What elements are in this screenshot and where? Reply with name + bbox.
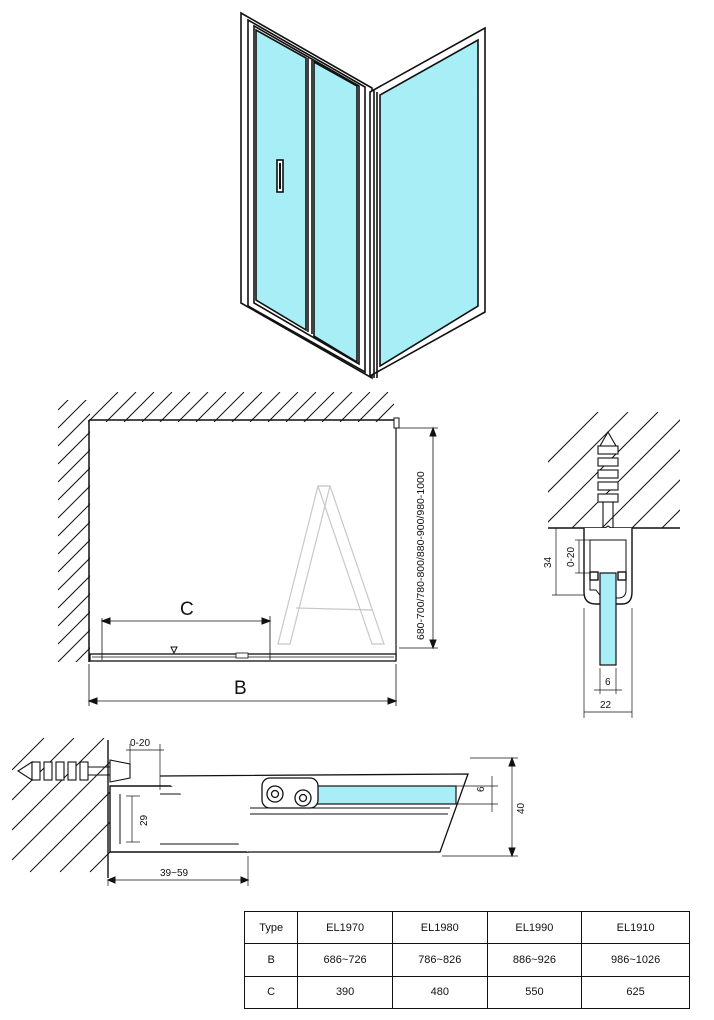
section-dim-adjust: 0-20 xyxy=(130,738,150,749)
profile-glass xyxy=(599,572,617,666)
profile-dim-adjust: 0-20 xyxy=(566,547,577,567)
section-detail: 0-20 29 6 40 39~59 xyxy=(12,738,527,886)
spec-cell: 550 xyxy=(486,975,583,1010)
wall-hatch-top xyxy=(88,392,394,422)
spec-table: Type EL1970 EL1980 EL1990 EL1910 B 686~7… xyxy=(243,910,690,1010)
side-panel xyxy=(369,26,486,378)
spec-cell: 986~1026 xyxy=(581,943,690,977)
section-anchor-screw xyxy=(16,759,131,783)
spec-header-cell: EL1980 xyxy=(391,910,488,945)
spec-header-cell: EL1910 xyxy=(581,910,690,945)
spec-row-label: B xyxy=(243,943,299,977)
spec-table-row: B 686~726 786~826 886~926 986~1026 xyxy=(243,943,690,977)
door-handle xyxy=(276,159,284,193)
section-roller xyxy=(261,777,319,809)
spec-cell: 480 xyxy=(391,975,488,1010)
profile-dim-width: 22 xyxy=(600,700,612,711)
profile-detail: 0-20 34 6 22 xyxy=(543,412,680,718)
plan-handle-marker xyxy=(170,646,178,655)
spec-cell: 390 xyxy=(297,975,393,1010)
plan-view: C B 680-700/780-800/880-900/980-1000 xyxy=(58,392,438,706)
plan-corner-post xyxy=(393,417,400,429)
profile-wall-hatch xyxy=(548,412,680,528)
spec-cell: 886~926 xyxy=(486,943,583,977)
spec-header-cell: EL1990 xyxy=(486,910,583,945)
side-glass-panel xyxy=(379,38,479,368)
section-dim-height: 40 xyxy=(516,802,527,814)
spec-cell: 786~826 xyxy=(391,943,488,977)
spec-header-cell: EL1970 xyxy=(297,910,393,945)
wall-hatch-left xyxy=(58,400,90,662)
plan-height-range: 680-700/780-800/880-900/980-1000 xyxy=(415,471,427,640)
enclosure-3d-view xyxy=(240,11,486,380)
spec-table-header-row: Type EL1970 EL1980 EL1990 EL1910 xyxy=(243,910,690,945)
section-glass xyxy=(313,785,457,805)
spec-header-cell: Type xyxy=(243,910,299,945)
spec-cell: 686~726 xyxy=(297,943,393,977)
profile-dim-glass: 6 xyxy=(605,677,611,688)
profile-channel xyxy=(583,528,633,605)
section-dim-glass: 6 xyxy=(476,786,487,792)
section-wall-hatch xyxy=(12,738,112,873)
section-dim-inner: 29 xyxy=(139,814,150,826)
section-dim-range: 39~59 xyxy=(160,868,189,879)
wall-anchor-screw xyxy=(594,430,622,535)
plan-label-b: B xyxy=(234,678,247,699)
glass-panel-right xyxy=(313,60,358,364)
spec-cell: 625 xyxy=(581,975,690,1010)
spec-table-row: C 390 480 550 625 xyxy=(243,975,690,1010)
watermark-logo xyxy=(277,485,385,645)
profile-dim-depth: 34 xyxy=(543,556,554,568)
spec-row-label: C xyxy=(243,975,299,1010)
plan-label-c: C xyxy=(180,599,194,620)
